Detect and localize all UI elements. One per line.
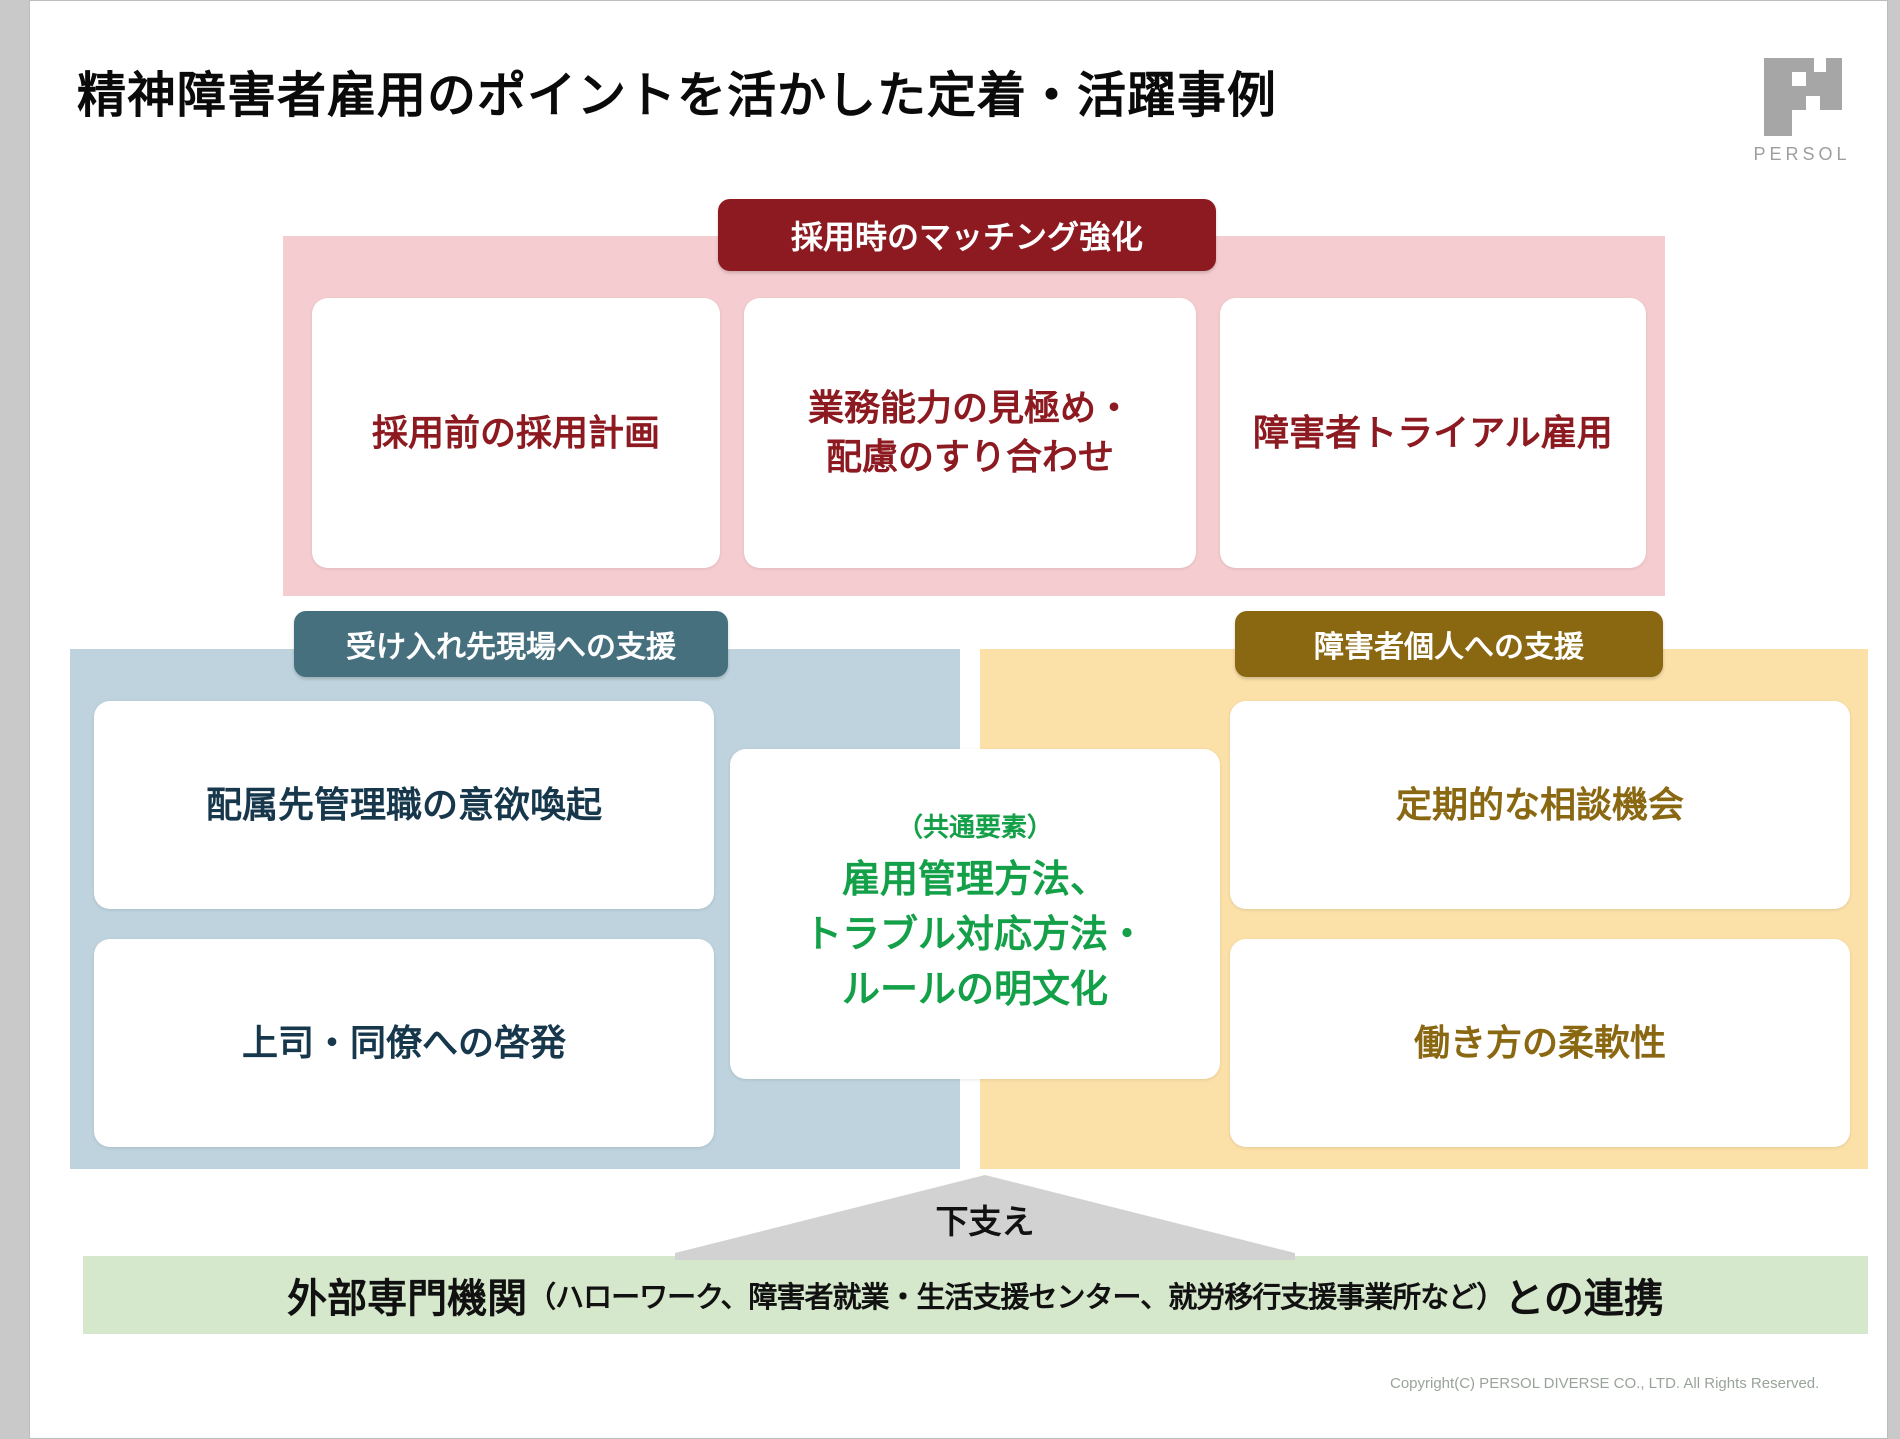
arrow-label: 下支え: [935, 1203, 1035, 1240]
card-regular-consultation: 定期的な相談機会: [1230, 701, 1850, 909]
common-element-line3: ルールの明文化: [841, 969, 1108, 1012]
persol-logo-text: PERSOL: [1753, 144, 1851, 164]
card-colleague-awareness: 上司・同僚への啓発: [94, 939, 714, 1147]
external-org-prefix: 外部専門機関: [287, 1277, 528, 1321]
up-arrow-icon: [675, 1175, 1295, 1260]
card-ability-assessment: 業務能力の見極め・ 配慮のすり合わせ: [744, 298, 1196, 568]
card-label: 定期的な相談機会: [1395, 783, 1684, 825]
persol-logo: PERSOL: [1742, 56, 1862, 176]
card-label-line1: 業務能力の見極め・: [807, 387, 1132, 429]
card-label: 障害者トライアル雇用: [1253, 411, 1613, 453]
card-label-line2: 配慮のすり合わせ: [825, 436, 1114, 477]
card-label: 働き方の柔軟性: [1413, 1021, 1666, 1063]
card-manager-motivation: 配属先管理職の意欲喚起: [94, 701, 714, 909]
common-element-sublabel: （共通要素）: [896, 811, 1053, 842]
persol-logo-icon: [1764, 58, 1842, 136]
section-label-recruitment: 採用時のマッチング強化: [718, 199, 1216, 271]
card-flexible-working: 働き方の柔軟性: [1230, 939, 1850, 1147]
copyright-notice: Copyright(C) PERSOL DIVERSE CO., LTD. Al…: [1390, 1375, 1820, 1392]
external-cooperation-text: 外部専門機関 （ハローワーク、障害者就業・生活支援センター、就労移行支援事業所な…: [83, 1256, 1868, 1334]
card-label: 採用前の採用計画: [371, 411, 660, 453]
section-label-individual-support: 障害者個人への支援: [1235, 611, 1663, 677]
external-org-examples: （ハローワーク、障害者就業・生活支援センター、就労移行支援事業所など）: [527, 1282, 1505, 1314]
common-element-line1: 雇用管理方法、: [841, 858, 1108, 901]
card-label: 業務能力の見極め・ 配慮のすり合わせ: [808, 384, 1132, 481]
card-trial-employment: 障害者トライアル雇用: [1220, 298, 1646, 568]
common-element-body: 雇用管理方法、 トラブル対応方法・ ルールの明文化: [804, 853, 1146, 1018]
page-title: 精神障害者雇用のポイントを活かした定着・活躍事例: [77, 69, 1278, 123]
card-common-element: （共通要素） 雇用管理方法、 トラブル対応方法・ ルールの明文化: [730, 749, 1220, 1079]
card-label: 上司・同僚への啓発: [241, 1021, 566, 1063]
slide-page: 精神障害者雇用のポイントを活かした定着・活躍事例 PERSOL 採用時のマッチン…: [29, 0, 1888, 1439]
card-recruitment-plan: 採用前の採用計画: [312, 298, 720, 568]
external-org-suffix: との連携: [1504, 1277, 1664, 1321]
card-label: 配属先管理職の意欲喚起: [205, 783, 602, 825]
panel-external-cooperation: [83, 1256, 1868, 1334]
common-element-line2: トラブル対応方法・: [803, 914, 1146, 956]
section-label-workplace-support: 受け入れ先現場への支援: [294, 611, 728, 677]
